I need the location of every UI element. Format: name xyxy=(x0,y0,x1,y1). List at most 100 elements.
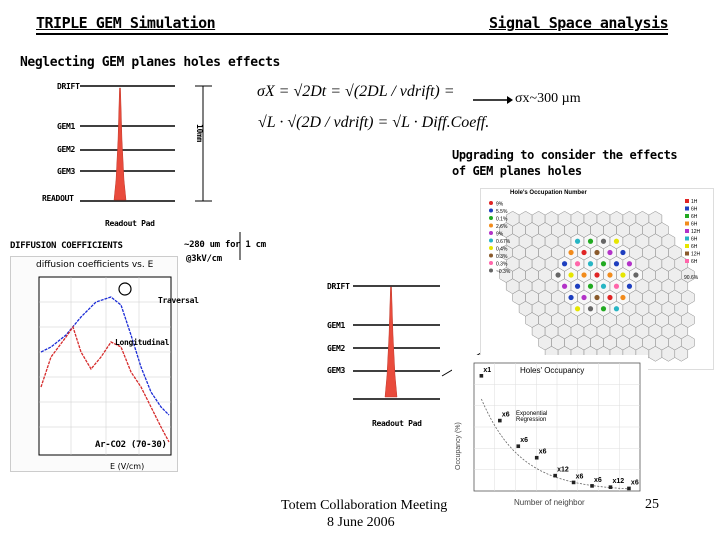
hole-dot xyxy=(568,272,574,278)
data-point xyxy=(498,418,502,423)
data-point xyxy=(627,486,631,491)
hole-dot xyxy=(607,272,613,278)
occupancy-ylabel: Occupancy (%) xyxy=(455,422,462,470)
hole-dot xyxy=(581,249,587,256)
hole-dot xyxy=(600,306,607,312)
diffusion-title: DIFFUSION COEFFICIENTS xyxy=(10,241,123,251)
formula-line2: √L · √(2D / vdrift) = √L · Diff.Coeff. xyxy=(258,114,490,131)
gem1-label: GEM1 xyxy=(57,122,76,131)
diffusion-plot-title: diffusion coefficients vs. E xyxy=(36,260,154,270)
legend-dot xyxy=(489,231,493,235)
point-label: x6 xyxy=(631,479,639,486)
transversal-label: Traversal xyxy=(158,296,199,305)
point-label: x6 xyxy=(576,473,584,480)
right-legend-label: 6H xyxy=(691,214,698,220)
legend-dot xyxy=(489,246,493,250)
formula-result: σx~300 µm xyxy=(515,91,581,106)
hole-dot xyxy=(587,238,594,244)
right-legend-label: 6H xyxy=(691,207,698,213)
diffusion-plot xyxy=(10,256,178,472)
header-left-title: TRIPLE GEM Simulation xyxy=(36,14,216,32)
hole-dot xyxy=(600,238,607,244)
legend-label: 9% xyxy=(496,202,504,208)
hole-dot xyxy=(620,272,626,278)
legend-dot xyxy=(489,238,493,243)
right-legend-label: 12H xyxy=(691,229,701,235)
drift-label: DRIFT xyxy=(57,82,80,91)
legend-dot xyxy=(489,253,493,258)
hole-dot xyxy=(594,249,600,256)
occupancy-map-title: Hole's Occupation Number xyxy=(510,190,587,196)
right-legend-label: 6H xyxy=(691,259,698,265)
hole-dot xyxy=(633,272,639,278)
hole-dot xyxy=(594,272,600,278)
occupancy-map: 9%5.5%0.1%2.6%9%0.67%0.4%0.3%0.3%~0.3%1H… xyxy=(480,188,714,370)
legend-label: 0.3% xyxy=(496,262,508,268)
hole-dot xyxy=(594,294,600,301)
occupancy-fit-label: Exponential Regression xyxy=(516,411,548,423)
legend-dot xyxy=(489,208,493,213)
right-legend-label: 6H xyxy=(691,244,698,250)
legend-label: 0.3% xyxy=(496,254,508,260)
hex-hole xyxy=(681,312,695,328)
legend-label: ~0.3% xyxy=(496,269,511,275)
right-legend-label: 1H xyxy=(691,199,698,205)
header-right-title: Signal Space analysis xyxy=(489,14,669,32)
right-legend-swatch xyxy=(685,214,689,218)
hole-dot xyxy=(561,283,568,289)
legend-label: 0.4% xyxy=(496,247,508,253)
hole-dot xyxy=(587,306,594,312)
diffusion-plot-svg xyxy=(38,276,172,456)
data-point xyxy=(608,485,613,489)
data-point xyxy=(516,444,521,448)
readout-pad-label: Readout Pad xyxy=(105,219,155,228)
hole-dot xyxy=(607,249,613,256)
upgrade-text: Upgrading to consider the effects of GEM… xyxy=(452,148,678,178)
lower-detector xyxy=(325,275,445,415)
lower-gem2-label: GEM2 xyxy=(327,344,346,353)
point-label: x6 xyxy=(594,477,602,484)
hole-dot xyxy=(568,294,574,301)
right-legend-swatch xyxy=(685,221,689,226)
note-arrow xyxy=(150,230,250,290)
right-legend-label: 6H xyxy=(691,237,698,243)
longitudinal-label: Longitudinal xyxy=(115,338,170,347)
legend-label: 0.67% xyxy=(496,239,511,245)
gap-label: 10mm xyxy=(195,124,204,143)
hole-dot xyxy=(600,283,607,289)
hole-dot xyxy=(626,261,633,267)
right-legend-swatch xyxy=(685,229,689,233)
hole-dot xyxy=(574,238,581,244)
readout-label: READOUT xyxy=(42,194,74,203)
hex-hole xyxy=(681,334,695,351)
point-label: x12 xyxy=(612,478,624,485)
hole-dot xyxy=(620,249,626,256)
point-label: x1 xyxy=(483,367,491,374)
hole-dot xyxy=(626,283,633,289)
gem3-label: GEM3 xyxy=(57,167,76,176)
hole-dot xyxy=(587,283,594,289)
hole-dot xyxy=(574,261,581,267)
legend-label: 2.6% xyxy=(496,224,508,230)
hex-hole xyxy=(681,267,695,283)
lower-detector-svg xyxy=(353,285,440,400)
point-label: x12 xyxy=(557,467,569,474)
legend-dot xyxy=(489,223,493,228)
legend-dot xyxy=(489,201,493,205)
point-label: x6 xyxy=(520,437,528,444)
top-detector-svg xyxy=(80,85,212,202)
hole-dot xyxy=(620,294,626,301)
right-legend-label: 6H xyxy=(691,222,698,228)
legend-dot xyxy=(489,261,493,265)
right-legend-swatch xyxy=(685,199,689,203)
subtitle: Neglecting GEM planes holes effects xyxy=(20,55,280,70)
hex-grid-svg: 9%5.5%0.1%2.6%9%0.67%0.4%0.3%0.3%~0.3%1H… xyxy=(489,199,701,362)
right-legend-swatch xyxy=(685,259,689,263)
hole-dot xyxy=(613,306,620,312)
page-number: 25 xyxy=(645,497,659,512)
right-legend-swatch xyxy=(685,244,689,248)
diffusion-note-1: ~280 um for 1 cm xyxy=(184,240,266,250)
lower-gem1-label: GEM1 xyxy=(327,321,346,330)
footer-meeting: Totem Collaboration Meeting xyxy=(281,498,448,513)
